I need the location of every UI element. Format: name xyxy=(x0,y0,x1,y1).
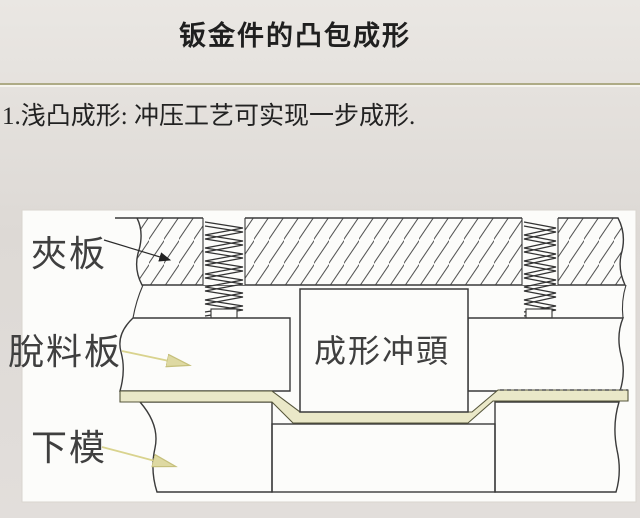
right-spring xyxy=(523,221,557,319)
forming-punch-label: 成形冲頭 xyxy=(314,333,450,369)
forming-punch: 成形冲頭 xyxy=(299,288,469,413)
clamp-plate-arrow xyxy=(103,239,172,262)
stripper-plate-arrow xyxy=(121,350,188,365)
left-spring xyxy=(204,221,244,319)
right-break-line xyxy=(621,284,627,319)
body-text: 1.浅凸成形: 冲压工艺可实现一步成形. xyxy=(2,103,416,130)
lower-die-label: 下模 xyxy=(31,428,107,468)
page-title: 钣金件的凸包成形 xyxy=(179,21,411,51)
title-divider xyxy=(0,83,640,87)
lower-die-arrow xyxy=(101,446,174,466)
clamp-plate-label: 夾板 xyxy=(31,234,107,274)
stripper-plate-label: 脫料板 xyxy=(8,332,122,372)
lower-die xyxy=(138,401,620,493)
left-break-line xyxy=(132,284,144,319)
